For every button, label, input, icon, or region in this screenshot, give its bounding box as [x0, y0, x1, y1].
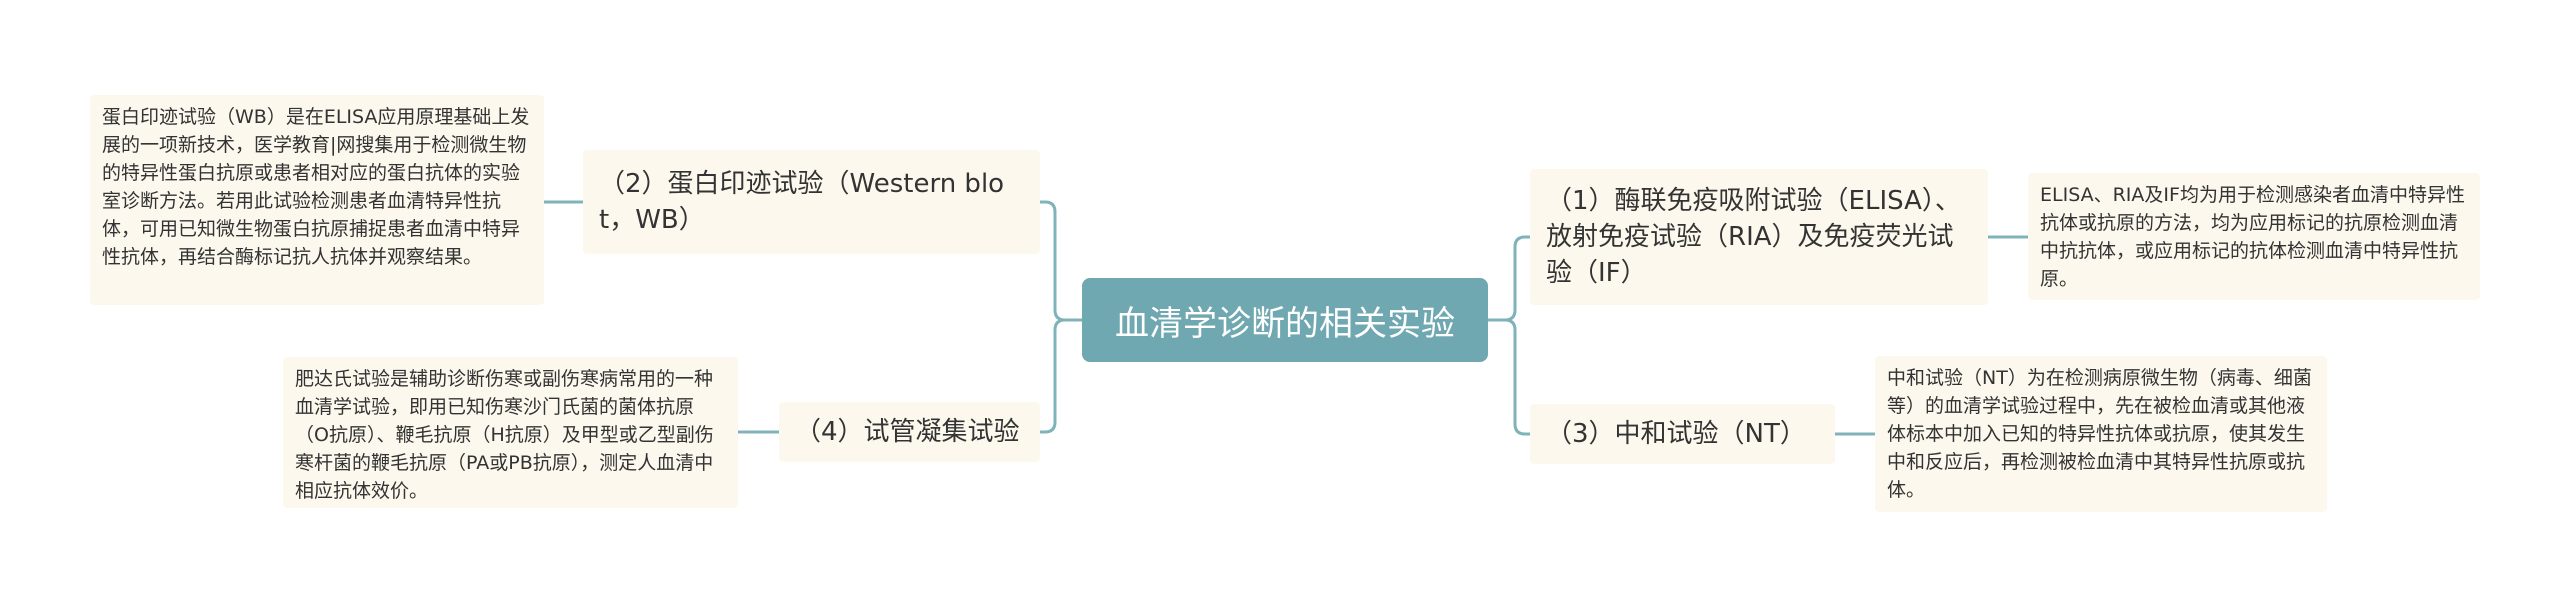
branch-neutralization[interactable]: （3）中和试验（NT）: [1530, 404, 1835, 464]
note-neutralization-text: 中和试验（NT）为在检测病原微生物（病毒、细菌等）的血清学试验过程中，先在被检血…: [1887, 367, 2312, 501]
note-neutralization: 中和试验（NT）为在检测病原微生物（病毒、细菌等）的血清学试验过程中，先在被检血…: [1875, 356, 2327, 512]
branch-western-blot[interactable]: （2）蛋白印迹试验（Western blot，WB）: [583, 150, 1040, 254]
note-tube-agglutination-text: 肥达氏试验是辅助诊断伤寒或副伤寒病常用的一种血清学试验，即用已知伤寒沙门氏菌的菌…: [295, 368, 714, 502]
branch-elisa-label: （1）酶联免疫吸附试验（ELISA）、放射免疫试验（RIA）及免疫荧光试验（IF…: [1546, 186, 1961, 288]
branch-tube-agglutination[interactable]: （4）试管凝集试验: [779, 402, 1040, 462]
connector-center-elisa: [1488, 235, 1530, 322]
connector-center-nt: [1488, 318, 1530, 436]
note-tube-agglutination: 肥达氏试验是辅助诊断伤寒或副伤寒病常用的一种血清学试验，即用已知伤寒沙门氏菌的菌…: [283, 357, 738, 508]
connector-center-agglutination: [1040, 318, 1082, 434]
note-western-blot: 蛋白印迹试验（WB）是在ELISA应用原理基础上发展的一项新技术，医学教育|网搜…: [90, 95, 544, 305]
branch-neutralization-label: （3）中和试验（NT）: [1546, 419, 1806, 449]
note-elisa-text: ELISA、RIA及IF均为用于检测感染者血清中特异性抗体或抗原的方法，均为应用…: [2040, 184, 2465, 290]
center-topic-label: 血清学诊断的相关实验: [1115, 303, 1455, 344]
branch-western-blot-label: （2）蛋白印迹试验（Western blot，WB）: [599, 169, 1005, 235]
branch-elisa[interactable]: （1）酶联免疫吸附试验（ELISA）、放射免疫试验（RIA）及免疫荧光试验（IF…: [1530, 169, 1988, 305]
branch-tube-agglutination-label: （4）试管凝集试验: [795, 417, 1020, 447]
note-western-blot-text: 蛋白印迹试验（WB）是在ELISA应用原理基础上发展的一项新技术，医学教育|网搜…: [102, 106, 530, 268]
note-elisa: ELISA、RIA及IF均为用于检测感染者血清中特异性抗体或抗原的方法，均为应用…: [2028, 173, 2480, 300]
center-topic[interactable]: 血清学诊断的相关实验: [1082, 278, 1488, 362]
connector-center-wb: [1040, 200, 1082, 322]
